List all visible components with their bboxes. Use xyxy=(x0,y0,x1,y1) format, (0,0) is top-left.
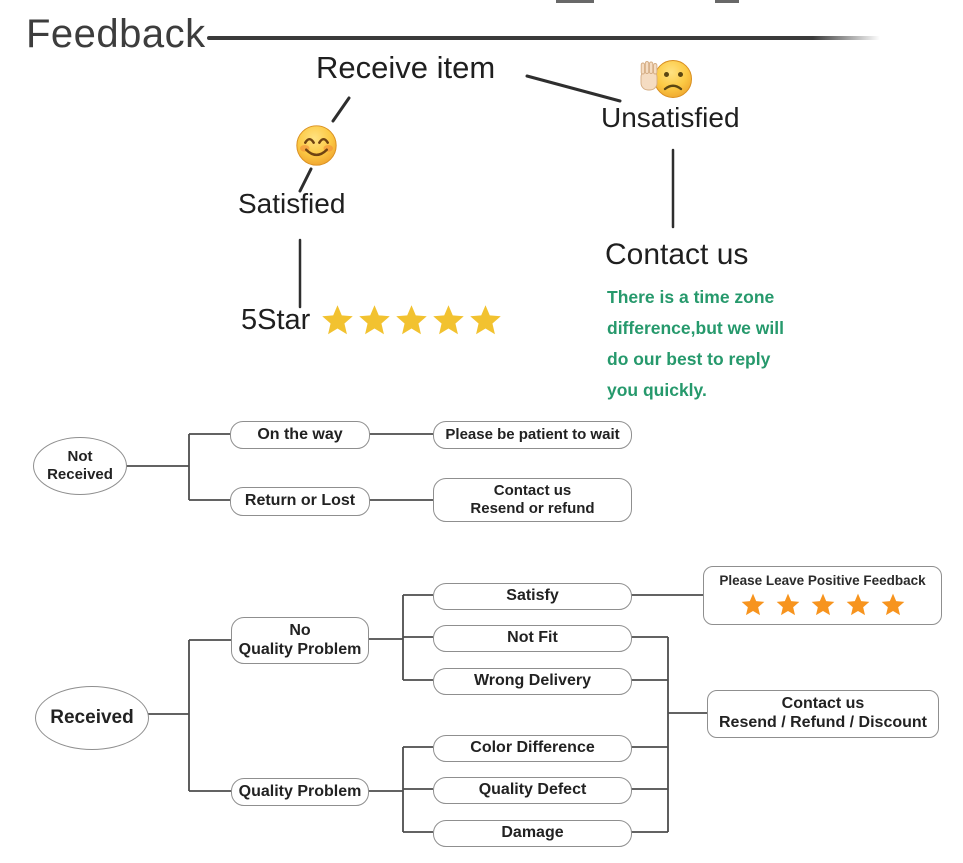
flow-box-satisfy: Satisfy xyxy=(433,583,632,610)
not-received-ellipse: Not Received xyxy=(33,437,127,495)
note-line: do our best to reply xyxy=(607,349,771,369)
contact2-line2: Resend / Refund / Discount xyxy=(718,714,927,731)
no-quality-line2: Quality Problem xyxy=(238,640,362,658)
note-line: difference,but we will xyxy=(607,318,784,338)
not-received-line1: Not xyxy=(67,448,93,465)
star-icon xyxy=(846,594,869,616)
receive-item-label: Receive item xyxy=(316,50,496,85)
contact-line2: Resend or refund xyxy=(470,500,595,517)
unsatisfied-label: Unsatisfied xyxy=(601,102,740,133)
contact-resend-refund-discount-box: Contact us Resend / Refund / Discount xyxy=(707,690,939,738)
received-ellipse: Received xyxy=(35,686,149,750)
positive-feedback-box: Please Leave Positive Feedback xyxy=(703,566,942,625)
flow-box-quality-defect: Quality Defect xyxy=(433,777,632,804)
note-line: you quickly. xyxy=(607,380,707,400)
flow-box-quality-problem: Quality Problem xyxy=(231,778,369,806)
contact-us-heading: Contact us xyxy=(605,238,749,271)
contact-line1: Contact us xyxy=(493,482,572,500)
flow-box-contact-resend-refund: Contact us Resend or refund xyxy=(433,478,632,522)
page-title: Feedback xyxy=(26,12,206,56)
star-icon xyxy=(776,594,799,616)
star-icon xyxy=(396,305,428,335)
flow-box-damage: Damage xyxy=(433,820,632,847)
cropped-text-remnant xyxy=(715,0,739,3)
star-icon xyxy=(741,594,764,616)
cropped-text-remnant xyxy=(556,0,594,3)
star-icon xyxy=(322,305,354,335)
no-quality-line1: No xyxy=(289,621,311,639)
note-line: There is a time zone xyxy=(607,287,775,307)
star-icon xyxy=(433,305,465,335)
star-icon xyxy=(811,594,834,616)
contact2-line1: Contact us xyxy=(781,695,865,713)
star-icon xyxy=(359,305,391,335)
positive-feedback-label: Please Leave Positive Feedback xyxy=(719,572,926,588)
five-star-label: 5Star xyxy=(241,304,311,336)
header-rule xyxy=(207,36,880,40)
smiling-face-icon xyxy=(294,123,339,173)
five-star-result: 5Star xyxy=(241,303,503,338)
five-star-rating xyxy=(320,303,503,338)
sad-face-with-hand-icon xyxy=(637,58,695,107)
flow-box-no-quality-problem: No Quality Problem xyxy=(231,617,369,664)
not-received-line2: Received xyxy=(47,466,113,483)
flow-box-return-or-lost: Return or Lost xyxy=(230,487,370,516)
flow-box-please-wait: Please be patient to wait xyxy=(433,421,632,449)
star-icon xyxy=(470,305,502,335)
star-icon xyxy=(881,594,904,616)
flow-box-on-the-way: On the way xyxy=(230,421,370,449)
flow-box-not-fit: Not Fit xyxy=(433,625,632,652)
positive-feedback-rating xyxy=(740,592,906,618)
satisfied-label: Satisfied xyxy=(238,188,346,219)
timezone-note: There is a time zone difference,but we w… xyxy=(607,282,784,406)
flow-box-color-difference: Color Difference xyxy=(433,735,632,762)
flow-box-wrong-delivery: Wrong Delivery xyxy=(433,668,632,695)
